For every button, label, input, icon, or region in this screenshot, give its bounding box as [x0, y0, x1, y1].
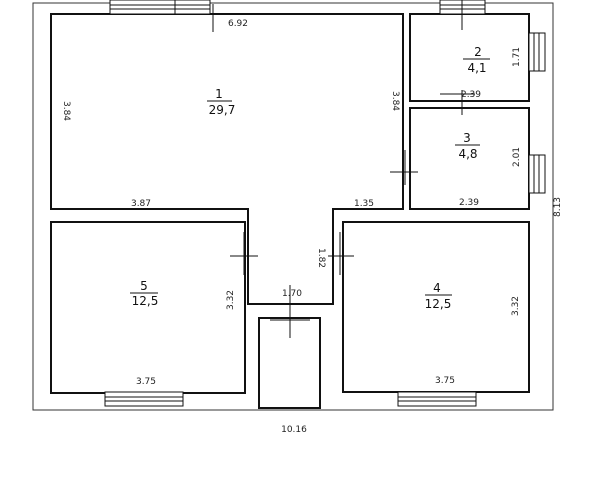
dim-corridor-height: 1.82: [316, 248, 326, 268]
dim-room4-right: 3.32: [511, 296, 521, 316]
window-right-room-2: [528, 32, 546, 72]
room-4-walls: [342, 221, 530, 393]
dim-room1-bottom-right: 1.35: [354, 199, 374, 209]
dim-overall-height: 8.13: [553, 197, 563, 217]
dim-room1-bottom-left: 3.87: [131, 199, 151, 209]
room-3-number: 3: [463, 131, 471, 145]
room-5-area: 12,5: [132, 294, 159, 308]
dim-room4-bottom: 3.75: [435, 376, 455, 386]
window-top-room-2: [439, 0, 486, 30]
window-bottom-room-4: [397, 391, 477, 407]
room-3-area: 4,8: [458, 147, 477, 161]
room-4-number: 4: [433, 281, 441, 295]
window-top-room-1: [109, 0, 211, 15]
room-2-area: 4,1: [467, 61, 486, 75]
outer-boundary: [32, 2, 554, 411]
window-right-room-3: [528, 154, 546, 194]
dim-corridor-width: 1.70: [282, 289, 302, 299]
dim-overall-width: 10.16: [281, 425, 307, 435]
door-marks: [212, 4, 475, 338]
room-5-number: 5: [140, 279, 148, 293]
dim-room3-bottom: 2.39: [459, 198, 479, 208]
dim-room1-right: 3.84: [390, 91, 400, 111]
dim-room5-right: 3.32: [226, 290, 236, 310]
room-2-number: 2: [474, 45, 482, 59]
dim-room1-left: 3.84: [61, 101, 71, 121]
dim-room3-right: 2.01: [512, 147, 522, 167]
dim-room5-bottom: 3.75: [136, 377, 156, 387]
room-1-area: 29,7: [209, 103, 236, 117]
dim-room2-bottom: 2.39: [461, 90, 481, 100]
window-bottom-room-5: [104, 391, 184, 407]
dim-room2-right: 1.71: [512, 47, 522, 67]
room-4-area: 12,5: [425, 297, 452, 311]
room-1-walls: [50, 13, 404, 305]
dim-room1-top: 6.92: [228, 19, 248, 29]
room-1-number: 1: [215, 87, 223, 101]
